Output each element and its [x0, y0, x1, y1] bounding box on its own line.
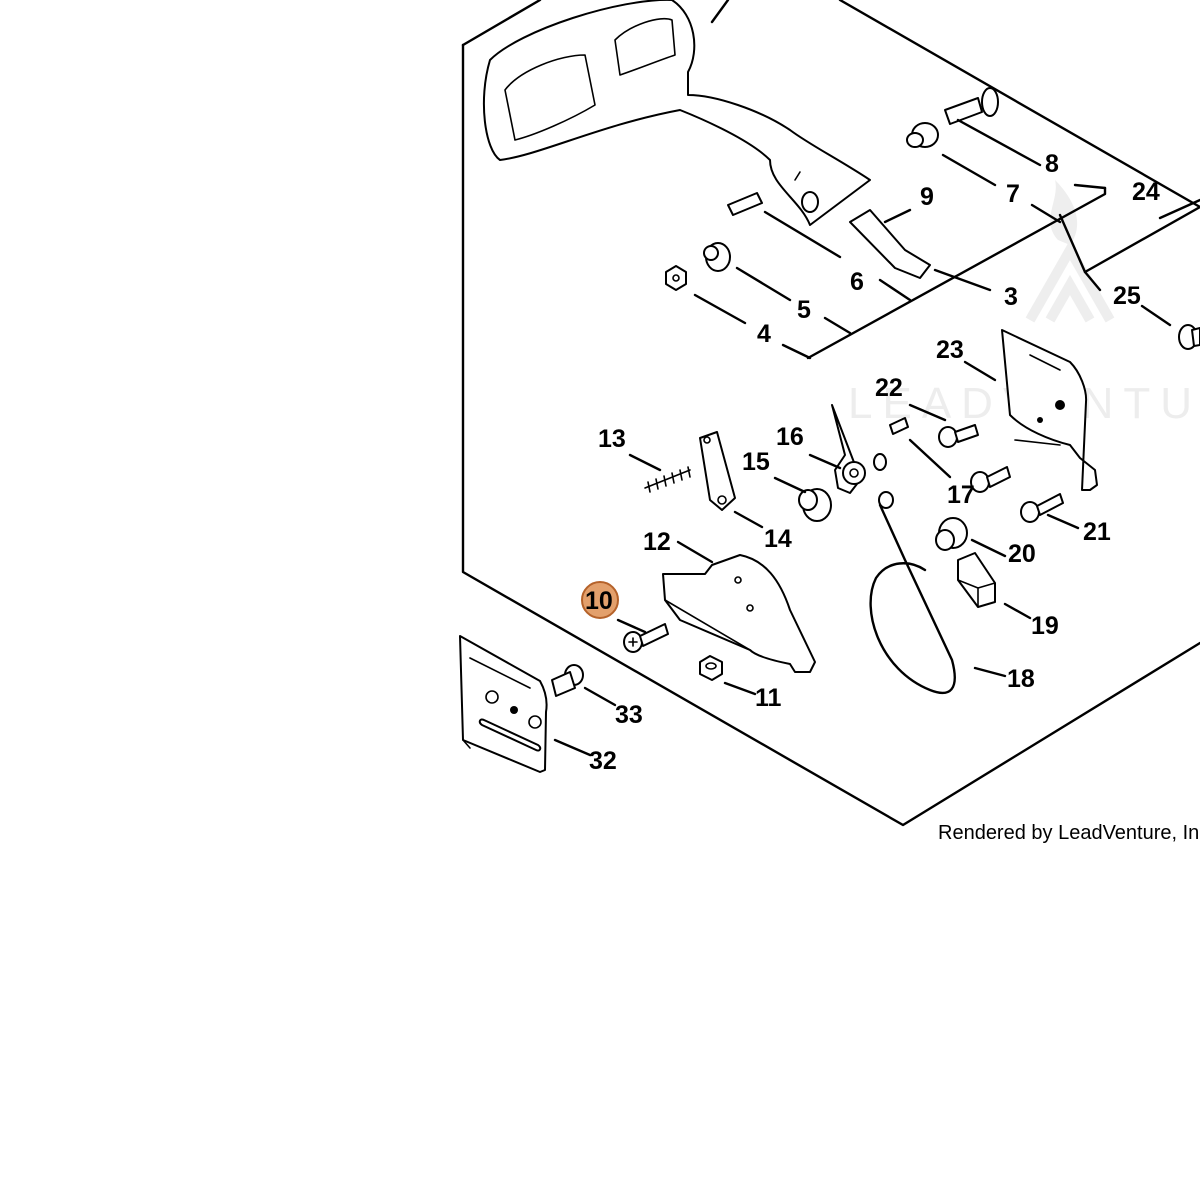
callout-25[interactable]: 25 — [1113, 282, 1141, 310]
callout-20[interactable]: 20 — [1008, 540, 1036, 568]
part-19-block — [957, 552, 996, 608]
part-10-screw — [623, 623, 669, 653]
callout-4[interactable]: 4 — [757, 320, 771, 348]
part-33-screw — [551, 664, 584, 697]
screw-extra — [970, 466, 1011, 493]
callout-33[interactable]: 33 — [615, 701, 643, 729]
part-25-screw — [1178, 324, 1200, 350]
callout-8[interactable]: 8 — [1045, 150, 1059, 178]
callout-10[interactable]: 10 — [585, 587, 613, 615]
callout-6[interactable]: 6 — [850, 268, 864, 296]
callout-11[interactable]: 11 — [755, 684, 782, 712]
callout-13[interactable]: 13 — [598, 425, 626, 453]
part-4-nut — [665, 265, 687, 291]
part-15-sleeve — [798, 488, 832, 522]
credit-text: Rendered by LeadVenture, Inc. — [938, 822, 1200, 844]
callout-18[interactable]: 18 — [1007, 665, 1035, 693]
callout-15[interactable]: 15 — [742, 448, 770, 476]
callout-22[interactable]: 22 — [875, 374, 903, 402]
callout-32[interactable]: 32 — [589, 747, 617, 775]
callout-7[interactable]: 7 — [1006, 180, 1020, 208]
highlight-marker — [581, 581, 619, 619]
part-11-nut — [699, 655, 723, 681]
part-5-sleeve — [703, 242, 731, 272]
callouts: 8 7 9 24 6 3 25 5 4 23 22 13 16 15 17 21… — [585, 150, 1160, 775]
part-6-pin — [727, 192, 763, 216]
part-17-pin — [873, 417, 909, 471]
part-22-screw — [938, 424, 979, 448]
callout-23[interactable]: 23 — [936, 336, 964, 364]
callout-5[interactable]: 5 — [797, 296, 811, 324]
callout-19[interactable]: 19 — [1031, 612, 1059, 640]
callout-17[interactable]: 17 — [947, 481, 975, 509]
frame-outline — [461, 0, 1200, 827]
callout-24[interactable]: 24 — [1132, 178, 1160, 206]
part-21-screw — [1020, 493, 1064, 523]
part-20-sleeve — [935, 517, 968, 551]
part-32-plate — [459, 635, 548, 773]
callout-9[interactable]: 9 — [920, 183, 934, 211]
callout-14[interactable]: 14 — [764, 525, 792, 553]
part-8-bolt — [944, 87, 999, 125]
part-16-lever — [831, 404, 866, 494]
part-18-band — [869, 491, 956, 695]
leader-lines — [553, 118, 1200, 757]
callout-16[interactable]: 16 — [776, 423, 804, 451]
part-23-plate — [1001, 329, 1098, 491]
part-9-bracket — [849, 209, 931, 279]
part-13-spring — [644, 466, 691, 493]
part-14-lever — [699, 431, 736, 511]
part-12-cover — [662, 554, 816, 673]
callout-12[interactable]: 12 — [643, 528, 671, 556]
front-handle — [482, 0, 871, 226]
part-7-sleeve — [906, 122, 939, 148]
callout-21[interactable]: 21 — [1083, 518, 1111, 546]
callout-3[interactable]: 3 — [1004, 283, 1018, 311]
